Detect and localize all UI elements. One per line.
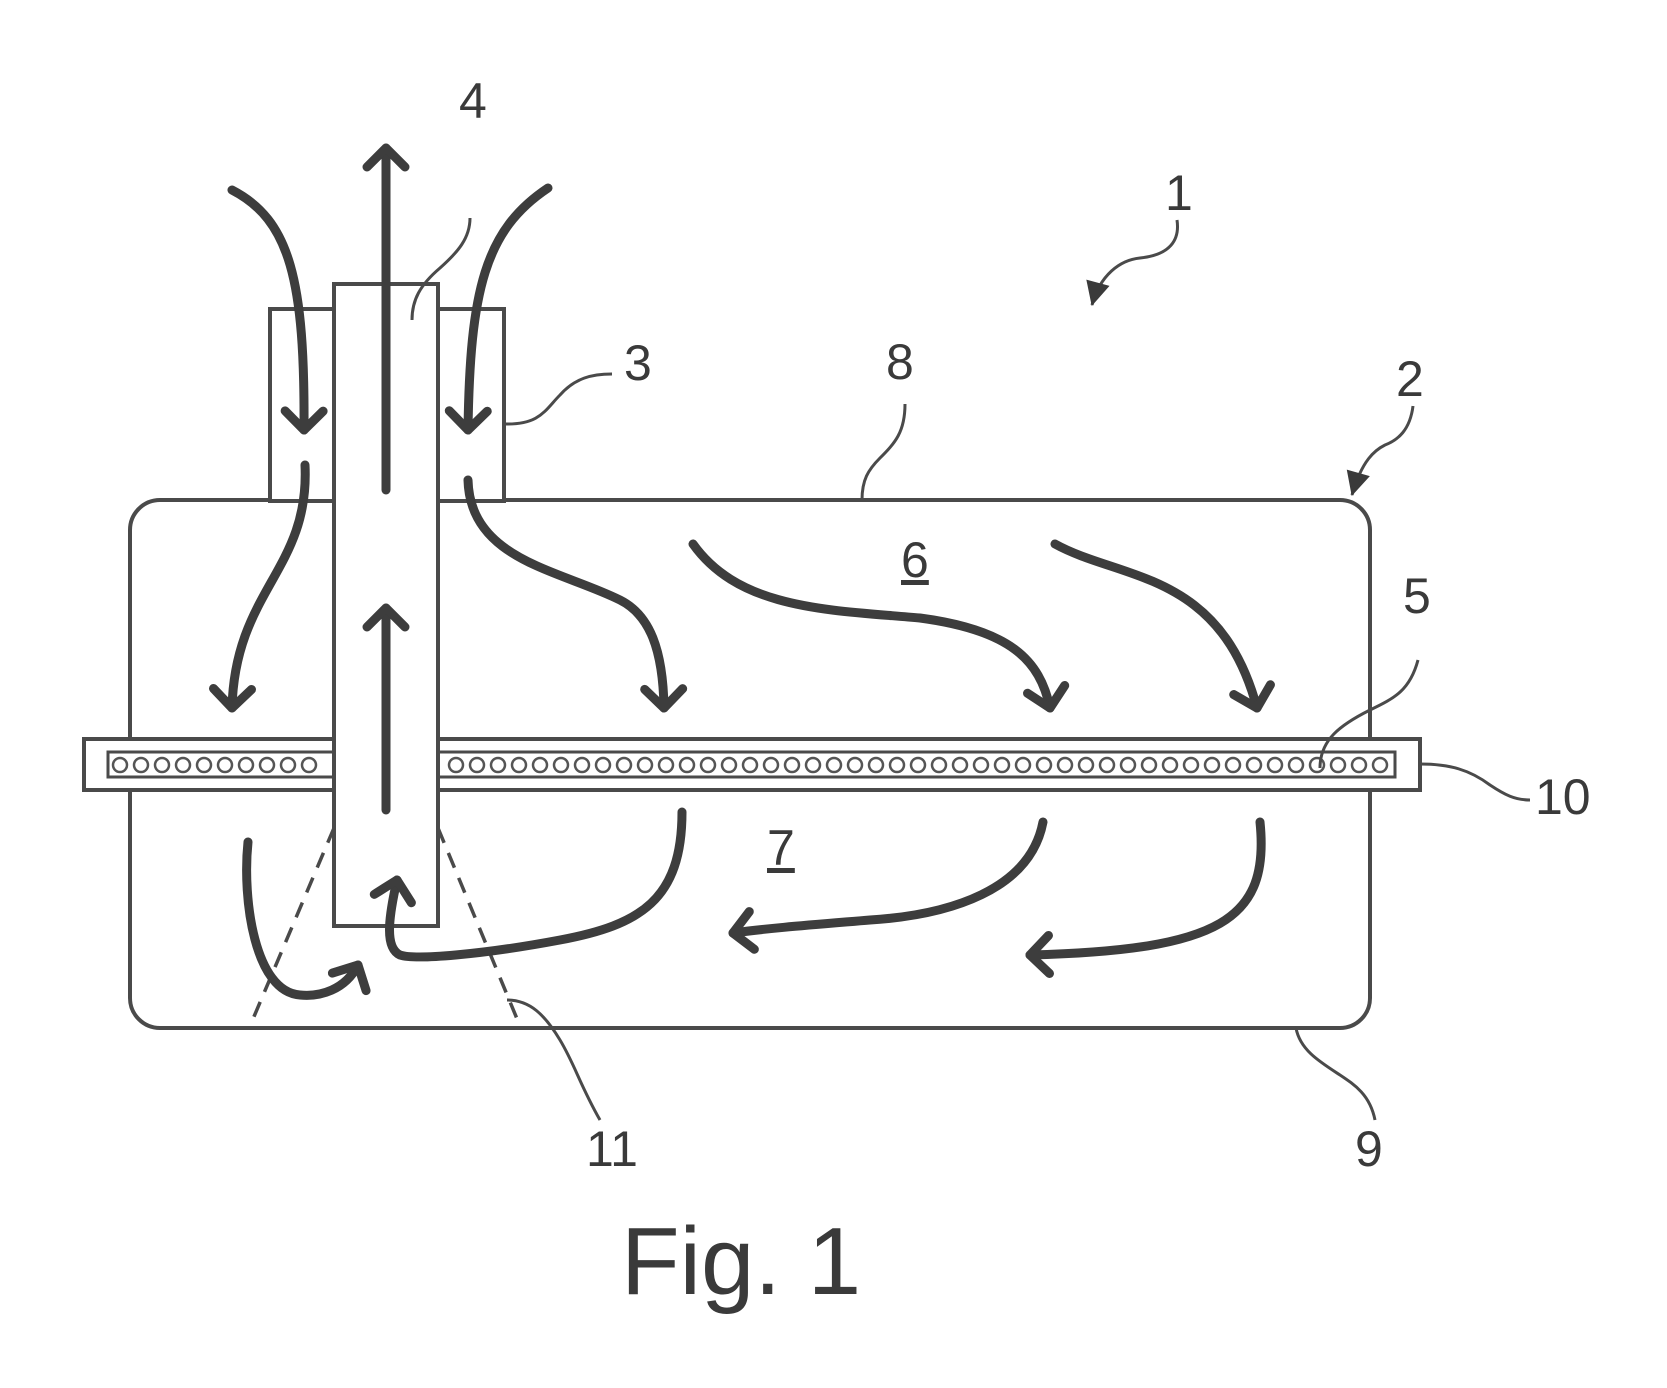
filter-media	[111, 756, 1389, 774]
leader-2	[1346, 405, 1415, 496]
filter-media-circle	[846, 756, 864, 774]
arrow-upper-center	[463, 475, 688, 713]
filter-media-circle	[1161, 756, 1179, 774]
label-filter: 5	[1403, 568, 1431, 624]
filter-media-circle	[489, 756, 507, 774]
filter-media-circle	[657, 756, 675, 774]
filter-media-circle	[510, 756, 528, 774]
leader-5	[1318, 659, 1420, 769]
filter-media-circle	[447, 756, 465, 774]
label-bottom-wall: 9	[1355, 1121, 1383, 1177]
arrow-upper-left	[209, 460, 310, 713]
leader-11	[506, 998, 602, 1121]
cone-line-left	[248, 827, 336, 1027]
filter-media-circle	[1287, 756, 1305, 774]
filter-media-circle	[930, 756, 948, 774]
filter-media-circle	[279, 756, 297, 774]
filter-media-circle	[783, 756, 801, 774]
label-outlet: 4	[459, 73, 487, 129]
filter-media-circle	[552, 756, 570, 774]
label-inlet: 3	[624, 335, 652, 391]
filter-media-circle	[720, 756, 738, 774]
cone-line-right	[436, 827, 522, 1027]
filter-media-circle	[1203, 756, 1221, 774]
filter-media-circle	[1140, 756, 1158, 774]
filter-media-circle	[909, 756, 927, 774]
filter-media-circle	[300, 756, 318, 774]
filter-media-circle	[132, 756, 150, 774]
filter-media-circle	[1056, 756, 1074, 774]
arrow-lower-left	[242, 837, 371, 1000]
label-top-wall: 8	[886, 334, 914, 390]
filter-media-circle	[174, 756, 192, 774]
filter-media-circle	[216, 756, 234, 774]
arrow-lower-return	[369, 807, 687, 962]
figure-caption: Fig. 1	[621, 1208, 861, 1315]
filter-media-circle	[951, 756, 969, 774]
filter-media-circle	[573, 756, 591, 774]
filter-media-circle	[1182, 756, 1200, 774]
filter-media-circle	[195, 756, 213, 774]
filter-media-circle	[888, 756, 906, 774]
filter-media-circle	[531, 756, 549, 774]
filter-media-circle	[468, 756, 486, 774]
filter-media-circle	[699, 756, 717, 774]
filter-media-circle	[867, 756, 885, 774]
filter-media-circle	[615, 756, 633, 774]
filter-assembly	[82, 737, 1422, 792]
leader-lines	[410, 217, 1531, 1121]
filter-media-circle	[1371, 756, 1389, 774]
filter-media-circle	[972, 756, 990, 774]
arrow-inlet-left-top	[227, 185, 328, 435]
leader-1	[1086, 219, 1180, 306]
filter-media-circle	[237, 756, 255, 774]
filter-media-circle	[741, 756, 759, 774]
filter-media-circle	[636, 756, 654, 774]
label-housing: 2	[1396, 351, 1424, 407]
arrow-lower-right	[1025, 817, 1266, 978]
label-filter-frame: 10	[1535, 769, 1591, 825]
leader-3	[503, 372, 613, 426]
filter-media-circle	[1224, 756, 1242, 774]
leader-10	[1419, 762, 1531, 802]
filter-media-circle	[1329, 756, 1347, 774]
filter-media-circle	[762, 756, 780, 774]
leader-9	[1294, 1027, 1377, 1121]
filter-media-circle	[678, 756, 696, 774]
filter-media-circle	[594, 756, 612, 774]
filter-media-circle	[993, 756, 1011, 774]
filter-media-circle	[1350, 756, 1368, 774]
filter-media-circle	[1098, 756, 1116, 774]
filter-media-circle	[1119, 756, 1137, 774]
filter-media-circle	[111, 756, 129, 774]
label-upper-chamber: 6	[901, 532, 929, 588]
filter-media-circle	[1266, 756, 1284, 774]
filter-media-circle	[153, 756, 171, 774]
arrow-upper-middle	[688, 539, 1070, 713]
filter-media-circle	[1077, 756, 1095, 774]
arrow-lower-middle	[728, 817, 1048, 954]
arrow-upper-right	[1050, 539, 1275, 713]
label-device: 1	[1165, 165, 1193, 221]
filter-media-circle	[1035, 756, 1053, 774]
filter-media-circle	[804, 756, 822, 774]
filter-media-circle	[1245, 756, 1263, 774]
label-cone: 11	[586, 1121, 638, 1177]
filter-media-circle	[825, 756, 843, 774]
arrow-inlet-right-top	[444, 183, 553, 435]
flow-arrows	[209, 143, 1275, 1000]
filter-media-circle	[258, 756, 276, 774]
leader-4	[410, 217, 472, 321]
filter-media-circle	[1014, 756, 1032, 774]
label-lower-chamber: 7	[767, 820, 795, 876]
leader-8	[860, 403, 907, 501]
